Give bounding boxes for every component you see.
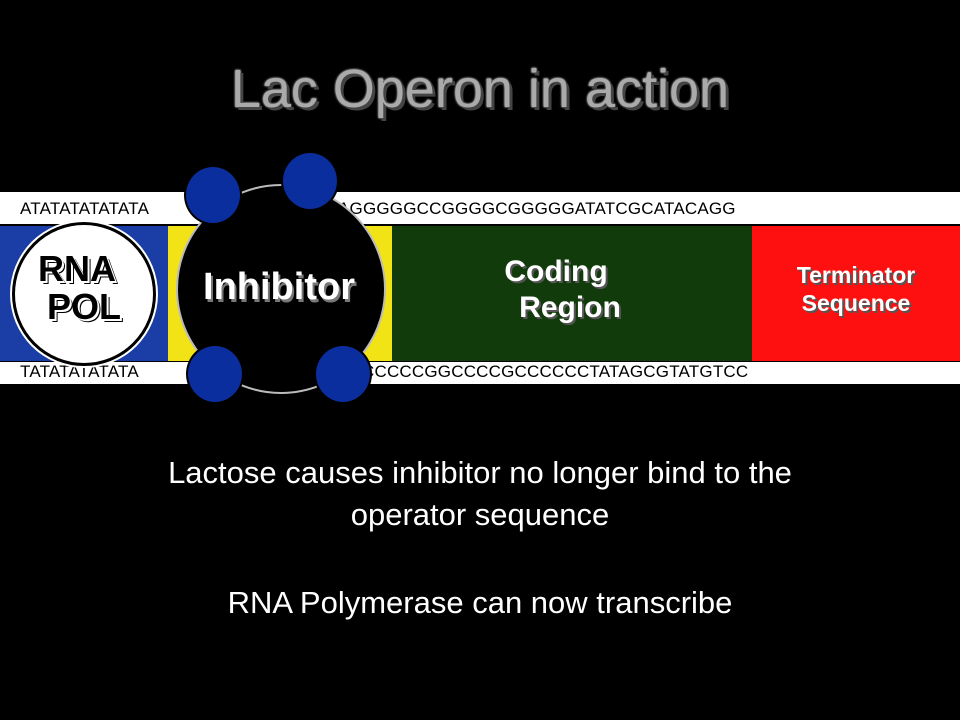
description-lactose-line1: Lactose causes inhibitor no longer bind … (168, 455, 792, 490)
coding-label-line1: Coding (504, 255, 608, 288)
terminator-region (752, 226, 960, 361)
rna-polymerase-circle (12, 222, 156, 366)
dna-top-sequence-left: ATATATATATATA (20, 199, 150, 218)
inhibitor-binding-knob (186, 344, 244, 404)
rna-pol-line1: RNA (38, 248, 116, 289)
dna-bottom-sequence-left: TATATATATATA (20, 362, 139, 381)
dna-bottom-sequence-right: CCCCCGGCCCCGCCCCCCTATAGCGTATGTCC (362, 362, 749, 381)
slide-title: Lac Operon in action (230, 59, 730, 119)
rna-polymerase-label: RNA POL (12, 250, 156, 326)
inhibitor-binding-knob (184, 165, 242, 225)
dna-top-strand (0, 192, 960, 224)
description-transcribe: RNA Polymerase can now transcribe (227, 585, 733, 620)
inhibitor-label: Inhibitor (203, 266, 355, 308)
description-lactose: Lactose causes inhibitor no longer bind … (0, 452, 960, 536)
coding-region (392, 226, 754, 361)
rna-pol-line2: POL (46, 285, 121, 327)
coding-region-label: Coding Region (460, 254, 680, 326)
terminator-label-line2: Sequence (801, 289, 911, 316)
terminator-label: Terminator Sequence (752, 262, 960, 317)
coding-label-line2: Region (519, 291, 621, 324)
inhibitor-binding-knob (281, 151, 339, 211)
inhibitor-binding-knob (314, 344, 372, 404)
description-lactose-line2: operator sequence (350, 496, 610, 532)
dna-top-sequence-right: AGGGGGCCGGGGCGGGGGATATCGCATACAGG (338, 199, 736, 218)
terminator-label-line1: Terminator (796, 262, 916, 288)
